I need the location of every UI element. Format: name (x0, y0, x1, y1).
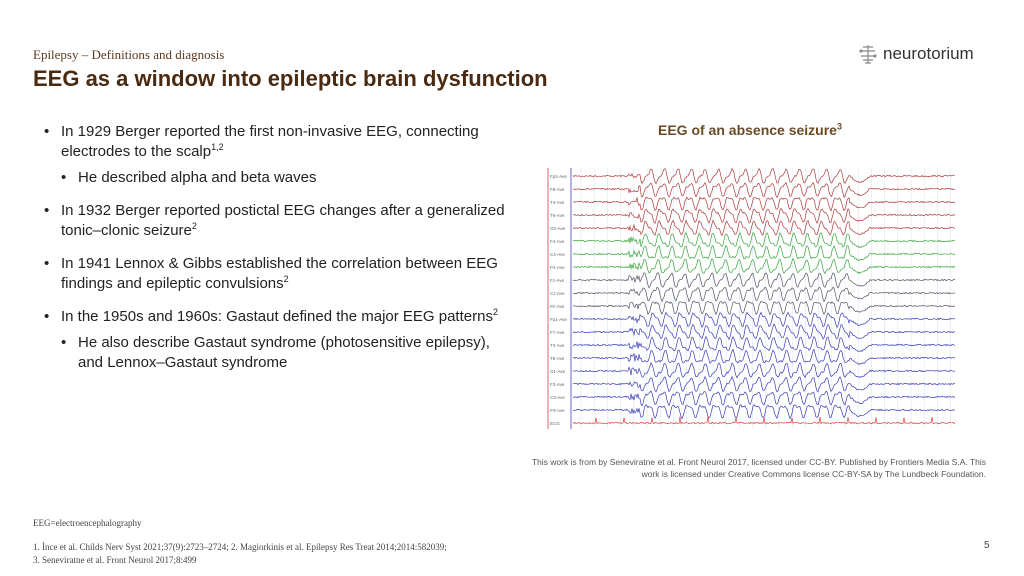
eeg-channel-trace (572, 404, 956, 420)
eeg-channel-trace (572, 416, 956, 425)
eeg-channel-trace (572, 300, 956, 316)
bullet-item: In the 1950s and 1960s: Gastaut defined … (44, 307, 514, 327)
channel-label: Fp2-Ave (550, 174, 567, 179)
channel-label: F8-Ave (550, 187, 565, 192)
channel-label: P4-Ave (550, 265, 565, 270)
channel-label: O1-Ave (550, 369, 566, 374)
section-subtitle: Epilepsy – Definitions and diagnosis (33, 47, 225, 62)
bullet-list: In 1929 Berger reported the first non-in… (44, 122, 514, 386)
channel-label: F3-Ave (550, 382, 565, 387)
eeg-channel-trace (572, 311, 956, 329)
channel-label: F4-Ave (550, 239, 565, 244)
channel-label: Fz-Ave (550, 278, 565, 283)
image-credit: This work is from by Seneviratne et al. … (531, 457, 986, 479)
channel-label: F7-Ave (550, 330, 565, 335)
eeg-channel-trace (572, 335, 956, 353)
logo-text: neurotorium (883, 44, 974, 63)
eeg-channel-trace (572, 181, 956, 199)
channel-label: Fp1-Ave (550, 317, 567, 322)
eeg-channel-trace (572, 362, 956, 379)
page-number: 5 (984, 540, 990, 551)
eeg-channel-trace (572, 323, 956, 341)
channel-label: O2-Ave (550, 226, 566, 231)
eeg-channel-trace (572, 375, 955, 393)
eeg-channel-trace (572, 257, 956, 275)
channel-label: C3-Ave (550, 395, 565, 400)
eeg-channel-trace (572, 196, 956, 212)
abbreviation-note: EEG=electroencephalography (33, 518, 142, 528)
channel-label: Cz-Ave (550, 291, 565, 296)
eeg-channel-trace (572, 207, 956, 224)
eeg-channel-trace (572, 167, 955, 185)
figure-title: EEG of an absence seizure3 (658, 121, 842, 138)
channel-label: C4-Ave (550, 252, 565, 257)
channel-label: P3-Ave (550, 408, 565, 413)
bullet-subitem: He described alpha and beta waves (61, 168, 514, 188)
references: 1. İnce et al. Childs Nerv Syst 2021;37(… (33, 542, 447, 565)
eeg-channel-trace (572, 390, 956, 407)
logo: neurotorium (857, 43, 974, 65)
eeg-channel-trace (572, 286, 956, 303)
eeg-channel-trace (573, 348, 956, 365)
eeg-channel-trace (572, 244, 956, 262)
channel-label: T6-Ave (550, 213, 565, 218)
channel-label: T3-Ave (550, 343, 565, 348)
eeg-channel-trace (572, 272, 956, 289)
page-title: EEG as a window into epileptic brain dys… (33, 66, 548, 91)
channel-label: T4-Ave (550, 200, 565, 205)
brain-logo-icon (859, 45, 877, 64)
eeg-channel-trace (572, 219, 956, 237)
channel-label: T5-Ave (550, 356, 565, 361)
bullet-item: In 1941 Lennox & Gibbs established the c… (44, 254, 514, 294)
channel-label: Pz-Ave (550, 304, 565, 309)
bullet-subitem: He also describe Gastaut syndrome (photo… (61, 333, 514, 373)
eeg-trace-image: Fp2-AveF8-AveT4-AveT6-AveO2-AveF4-AveC4-… (547, 167, 956, 429)
bullet-item: In 1929 Berger reported the first non-in… (44, 122, 514, 162)
channel-label: ECG (550, 421, 560, 426)
bullet-item: In 1932 Berger reported postictal EEG ch… (44, 201, 514, 241)
eeg-channel-trace (572, 231, 956, 249)
